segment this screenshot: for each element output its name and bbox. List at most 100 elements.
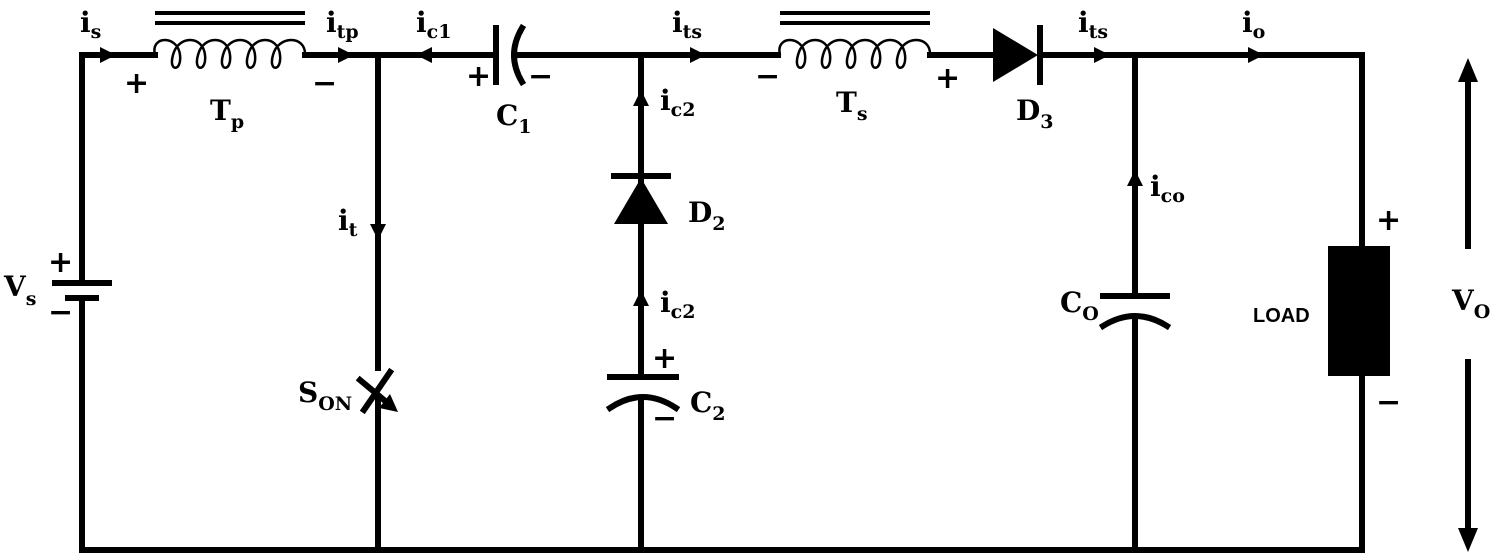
capacitor-co: CO [1060, 286, 1172, 331]
load-label: LOAD [1253, 305, 1310, 327]
switch-arrow-head [379, 394, 398, 412]
tp-label-sub: p [231, 111, 244, 133]
arrow-ic1 [416, 47, 432, 63]
wires [79, 52, 1365, 553]
c1-label-sub: 1 [518, 116, 531, 138]
c1-label-main: C [496, 99, 518, 132]
co-label-main: C [1060, 286, 1082, 319]
c2-label-sub: 2 [712, 403, 725, 425]
source-minus-sign: − [48, 295, 73, 330]
label-itp-sub: tp [337, 21, 359, 43]
diode-d2: D2 [611, 173, 726, 235]
label-itp-main: i [326, 6, 337, 39]
vo-arrow-up-head [1458, 58, 1478, 82]
load-minus-sign: − [1376, 385, 1401, 420]
secondary-coil [778, 38, 932, 69]
arrow-ic2-top [633, 90, 649, 106]
label-ic2-top-main: i [660, 84, 671, 117]
arrow-its-out [1094, 47, 1110, 63]
output-voltage: VO [1451, 58, 1490, 552]
switch-label: SON [298, 376, 352, 415]
label-is: is [80, 6, 101, 43]
source-plus-sign: + [48, 245, 73, 280]
co-label-sub: O [1082, 303, 1099, 325]
arrow-itp [338, 47, 354, 63]
c1-plus-sign: + [466, 59, 491, 94]
diode-d3: D3 [993, 25, 1054, 133]
load: LOAD + − [1253, 203, 1401, 420]
co-label: CO [1060, 286, 1099, 325]
label-io: io [1242, 6, 1265, 43]
label-ic2-bottom: ic2 [660, 286, 695, 323]
tp-minus-sign: − [312, 66, 337, 101]
c1-label: C1 [496, 99, 532, 138]
label-is-sub: s [91, 21, 102, 43]
d3-label-sub: 3 [1040, 111, 1053, 133]
vo-label-main: V [1451, 284, 1475, 317]
d3-triangle [993, 28, 1038, 82]
label-ico-main: i [1150, 170, 1161, 203]
c2-curved-plate [605, 394, 681, 413]
arrow-it [370, 224, 386, 240]
arrow-is [100, 47, 116, 63]
label-io-main: i [1242, 6, 1253, 39]
label-is-main: i [80, 6, 91, 39]
arrow-io [1248, 47, 1264, 63]
switch-label-main: S [298, 376, 318, 409]
d2-label: D2 [688, 196, 726, 235]
c1-minus-sign: − [528, 59, 553, 94]
primary-winding: + − Tp [124, 11, 337, 133]
c1-curved-plate [511, 23, 527, 87]
label-its-mid: its [672, 6, 702, 43]
ts-plus-sign: + [935, 61, 960, 96]
primary-coil [153, 38, 307, 69]
label-its-out-sub: ts [1089, 21, 1108, 43]
label-it-sub: t [349, 219, 358, 241]
label-ico-sub: co [1161, 185, 1185, 207]
d2-label-main: D [688, 196, 712, 229]
label-io-sub: o [1253, 21, 1266, 43]
vo-label-sub: O [1474, 301, 1491, 323]
current-arrows [100, 47, 1264, 306]
ts-label-sub: s [857, 103, 868, 125]
label-ico: ico [1150, 170, 1185, 207]
c2-label-main: C [690, 386, 712, 419]
c2-minus-sign: − [652, 401, 677, 436]
source-label-sub: s [26, 288, 37, 310]
label-ic2-top: ic2 [660, 84, 695, 121]
d2-label-sub: 2 [712, 213, 725, 235]
arrow-ico [1127, 170, 1143, 186]
arrow-its-mid [690, 47, 706, 63]
dc-source: + − Vs [3, 245, 112, 330]
d2-triangle [614, 178, 668, 224]
load-plus-sign: + [1376, 203, 1401, 238]
co-curved-plate [1098, 313, 1172, 331]
source-label-main: V [3, 270, 27, 303]
vo-label: VO [1451, 284, 1490, 323]
label-its-mid-main: i [672, 6, 683, 39]
label-ic1-main: i [416, 6, 427, 39]
ts-label: Ts [836, 86, 868, 125]
tp-label: Tp [210, 94, 244, 133]
current-labels: is itp ic1 its its io ic2 ic2 it ico [80, 6, 1265, 323]
capacitor-c2: + − C2 [605, 341, 726, 436]
label-its-out-main: i [1078, 6, 1089, 39]
label-ic2-bottom-sub: c2 [671, 301, 696, 323]
ts-label-main: T [836, 86, 857, 119]
label-it: it [338, 204, 358, 241]
c2-plus-sign: + [652, 341, 677, 376]
secondary-winding: − + Ts [755, 11, 960, 125]
vo-arrow-down-head [1458, 528, 1478, 552]
label-ic2-bottom-main: i [660, 286, 671, 319]
label-it-main: i [338, 204, 349, 237]
capacitor-c1: + − C1 [466, 23, 553, 138]
label-itp: itp [326, 6, 359, 43]
d3-label: D3 [1016, 94, 1054, 133]
switch: SON [298, 367, 398, 415]
tp-label-main: T [210, 94, 231, 127]
c2-label: C2 [690, 386, 726, 425]
label-ic2-top-sub: c2 [671, 99, 696, 121]
arrow-ic2-bottom [633, 290, 649, 306]
source-label: Vs [3, 270, 36, 310]
